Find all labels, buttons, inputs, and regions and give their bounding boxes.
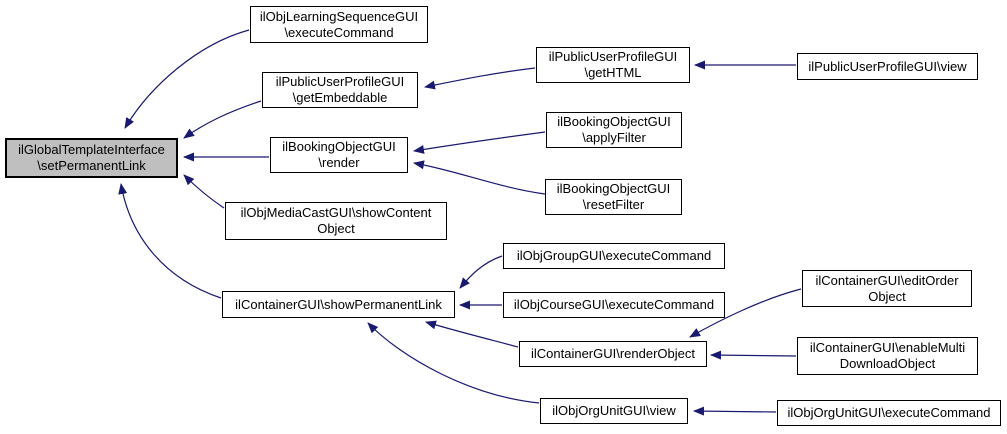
- node-label: ilPublicUserProfileGUI: [548, 49, 678, 64]
- node-label: ilObjOrgUnitGUI\view: [552, 403, 676, 418]
- node-applyFilter[interactable]: ilBookingObjectGUI \applyFilter: [546, 112, 682, 148]
- node-label: \getHTML: [584, 65, 642, 80]
- node-label: Object: [868, 288, 906, 304]
- node-getHTML[interactable]: ilPublicUserProfileGUI \getHTML: [536, 47, 690, 83]
- node-orgUnitView[interactable]: ilObjOrgUnitGUI\view: [540, 398, 688, 424]
- node-pupView[interactable]: ilPublicUserProfileGUI\view: [797, 53, 978, 80]
- node-label: ilContainerGUI\showPermanentLink: [235, 296, 442, 312]
- node-editOrderObject[interactable]: ilContainerGUI\editOrder Object: [802, 270, 972, 307]
- edge-groupExecuteCommand-to-showPermanentLink: [459, 255, 503, 289]
- edge-lsExecuteCommand-to-setPermanentLink: [124, 29, 250, 129]
- node-courseExecuteCommand[interactable]: ilObjCourseGUI\executeCommand: [503, 292, 725, 318]
- node-label: ilContainerGUI\editOrder: [815, 272, 959, 288]
- node-label: DownloadObject: [839, 356, 936, 371]
- node-label: ilBookingObjectGUI: [556, 181, 671, 196]
- edge-editOrderObject-to-renderObject: [689, 288, 802, 338]
- node-label: ilContainerGUI\renderObject: [530, 346, 696, 361]
- edge-renderObject-to-showPermanentLink: [425, 320, 519, 348]
- node-label: \executeCommand: [284, 24, 394, 40]
- edge-applyFilter-to-render: [413, 131, 546, 154]
- node-label: ilObjLearningSequenceGUI: [259, 8, 419, 24]
- node-label: ilObjGroupGUI\executeCommand: [516, 248, 712, 263]
- node-resetFilter[interactable]: ilBookingObjectGUI \resetFilter: [545, 179, 682, 215]
- node-setPermanentLink: ilGlobalTemplateInterface \setPermanentL…: [5, 138, 178, 178]
- edge-resetFilter-to-render: [413, 160, 546, 195]
- node-label: ilObjOrgUnitGUI\executeCommand: [787, 405, 991, 420]
- node-label: ilContainerGUI\enableMulti: [809, 340, 966, 355]
- node-orgUnitExecuteCommand[interactable]: ilObjOrgUnitGUI\executeCommand: [777, 400, 1001, 426]
- node-showContentObject[interactable]: ilObjMediaCastGUI\showContent Object: [225, 202, 447, 240]
- node-showPermanentLink[interactable]: ilContainerGUI\showPermanentLink: [222, 291, 455, 318]
- node-lsExecuteCommand[interactable]: ilObjLearningSequenceGUI \executeCommand: [250, 6, 428, 43]
- edge-orgUnitExecuteCommand-to-orgUnitView: [693, 406, 777, 416]
- node-label: ilBookingObjectGUI: [557, 114, 671, 129]
- edge-enableMultiDownload-to-renderObject: [710, 350, 797, 360]
- node-label: \setPermanentLink: [37, 158, 146, 173]
- edge-showPermanentLink-to-setPermanentLink: [118, 183, 222, 299]
- node-label: Object: [317, 221, 355, 236]
- node-render[interactable]: ilBookingObjectGUI \render: [270, 137, 408, 173]
- node-label: ilBookingObjectGUI: [282, 139, 396, 154]
- node-label: ilObjMediaCastGUI\showContent: [240, 205, 432, 220]
- node-label: \getEmbeddable: [292, 90, 388, 105]
- edge-orgUnitView-to-showPermanentLink: [367, 322, 540, 404]
- node-label: ilPublicUserProfileGUI\view: [808, 58, 967, 74]
- node-renderObject[interactable]: ilContainerGUI\renderObject: [519, 341, 707, 367]
- node-label: ilObjCourseGUI\executeCommand: [513, 297, 715, 312]
- node-label: ilGlobalTemplateInterface: [18, 142, 165, 157]
- edge-getHTML-to-getEmbeddable: [424, 67, 536, 90]
- node-label: \applyFilter: [582, 130, 646, 145]
- node-label: \resetFilter: [582, 197, 645, 212]
- edge-getEmbeddable-to-setPermanentLink: [183, 100, 262, 139]
- node-label: \render: [318, 155, 360, 170]
- edge-showContentObject-to-setPermanentLink: [183, 174, 225, 209]
- node-getEmbeddable[interactable]: ilPublicUserProfileGUI \getEmbeddable: [262, 72, 418, 108]
- node-enableMultiDownload[interactable]: ilContainerGUI\enableMulti DownloadObjec…: [797, 337, 978, 375]
- node-label: ilPublicUserProfileGUI: [275, 74, 405, 89]
- node-groupExecuteCommand[interactable]: ilObjGroupGUI\executeCommand: [503, 243, 725, 269]
